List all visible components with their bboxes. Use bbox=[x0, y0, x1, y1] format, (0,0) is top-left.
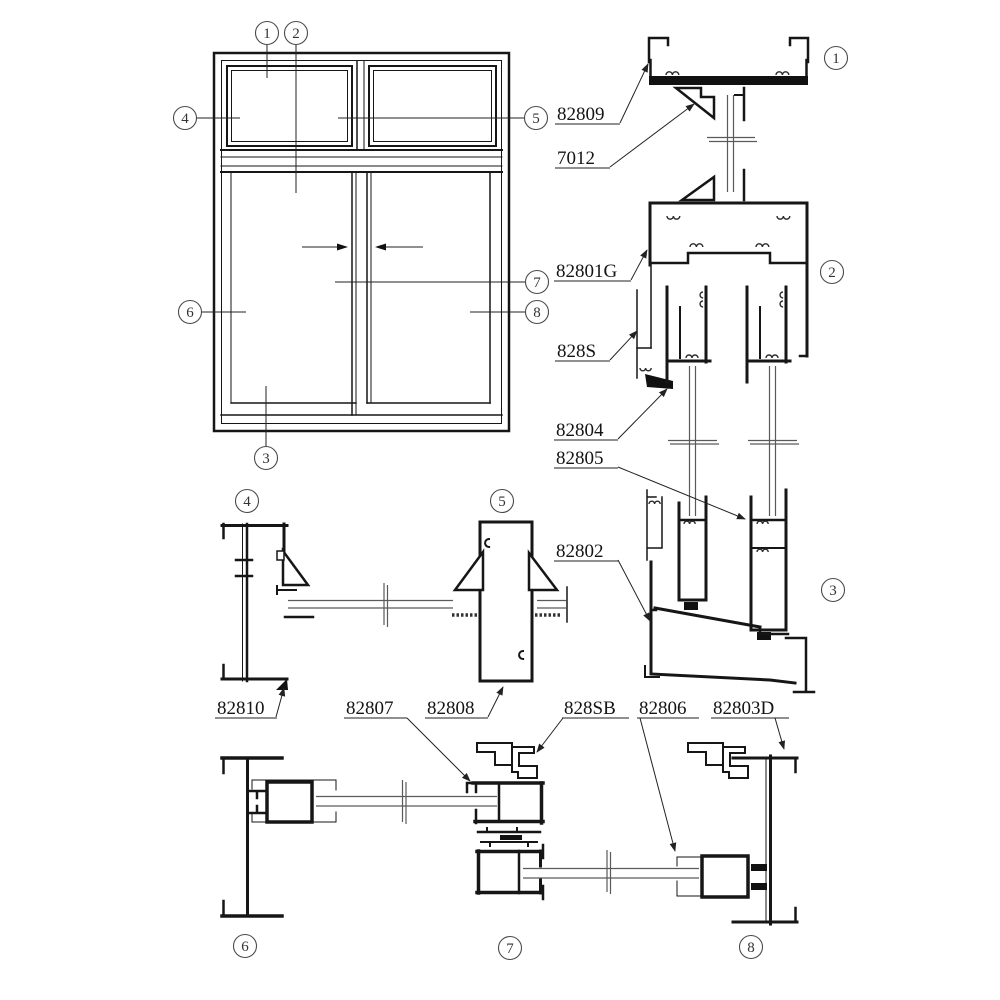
detail-8-lower-right-jamb-section bbox=[676, 742, 799, 926]
svg-text:7: 7 bbox=[533, 275, 541, 291]
svg-text:6: 6 bbox=[186, 305, 194, 321]
svg-text:2: 2 bbox=[292, 26, 300, 42]
slide-direction-arrows bbox=[302, 243, 423, 251]
glass-pane-right-sash bbox=[748, 366, 799, 516]
sash-bottom-right bbox=[749, 488, 788, 640]
sash-box-82806 bbox=[700, 854, 750, 899]
svg-text:3: 3 bbox=[829, 583, 837, 599]
section-marker-2-detail: 2 bbox=[819, 259, 845, 285]
svg-text:6: 6 bbox=[241, 939, 249, 955]
svg-text:3: 3 bbox=[262, 451, 270, 467]
svg-text:7012: 7012 bbox=[557, 148, 595, 169]
section-marker-5-detail: 5 bbox=[489, 488, 515, 514]
part-label-828S: 828S bbox=[555, 330, 638, 362]
glass-pane-left-sash bbox=[668, 366, 719, 516]
glass-run-6-7 bbox=[316, 780, 497, 824]
clip-828SB bbox=[476, 742, 513, 766]
section-marker-3-elevation: 3 bbox=[253, 445, 279, 471]
svg-text:4: 4 bbox=[243, 494, 251, 510]
part-labels: 82809 7012 82801G 828S 82804 82805 bbox=[215, 63, 789, 852]
part-label-82810: 82810 bbox=[215, 687, 286, 719]
section-markers: 1 2 4 5 6 7 8 3 1 2 3 4 bbox=[172, 20, 849, 961]
svg-text:828S: 828S bbox=[557, 341, 596, 362]
svg-text:82801G: 82801G bbox=[556, 261, 618, 282]
part-label-82809: 82809 bbox=[555, 63, 649, 125]
svg-text:82807: 82807 bbox=[346, 698, 394, 719]
svg-text:82809: 82809 bbox=[557, 104, 605, 125]
sash-head-left bbox=[665, 285, 712, 384]
part-label-7012: 7012 bbox=[555, 103, 695, 169]
part-label-82804: 82804 bbox=[554, 388, 668, 441]
svg-text:82808: 82808 bbox=[427, 698, 475, 719]
glass-run-4-5 bbox=[288, 583, 568, 627]
glazing-wedge bbox=[281, 547, 311, 587]
section-marker-8-detail: 8 bbox=[738, 934, 764, 960]
section-marker-2-elevation: 2 bbox=[283, 20, 309, 46]
svg-text:1: 1 bbox=[832, 51, 840, 67]
elevation-view bbox=[196, 44, 526, 447]
glazing-wedge-right bbox=[527, 549, 560, 592]
part-label-82801G: 82801G bbox=[554, 249, 648, 282]
svg-text:1: 1 bbox=[263, 26, 271, 42]
section-marker-4-elevation: 4 bbox=[172, 105, 198, 131]
svg-text:82806: 82806 bbox=[639, 698, 687, 719]
sash-head-right bbox=[745, 285, 792, 384]
svg-text:8: 8 bbox=[533, 305, 541, 321]
detail-1-head-section bbox=[647, 36, 810, 202]
svg-text:82805: 82805 bbox=[556, 448, 604, 469]
svg-text:5: 5 bbox=[498, 494, 506, 510]
section-marker-5-elevation: 5 bbox=[523, 105, 549, 131]
clip-828SB-right bbox=[687, 742, 724, 766]
part-label-82806: 82806 bbox=[637, 698, 699, 852]
svg-text:82810: 82810 bbox=[217, 698, 265, 719]
elevation-callout-leaders bbox=[196, 44, 526, 447]
detail-3-sill-section bbox=[644, 488, 816, 694]
glazing-wedge-upper bbox=[672, 86, 716, 121]
part-label-82807: 82807 bbox=[344, 698, 471, 782]
track-foot-82804 bbox=[645, 374, 673, 389]
section-marker-8-elevation: 8 bbox=[524, 299, 550, 325]
section-marker-4-detail: 4 bbox=[234, 488, 260, 514]
detail-6-lower-jamb-section bbox=[220, 756, 337, 918]
section-marker-7-detail: 7 bbox=[497, 935, 523, 961]
svg-text:8: 8 bbox=[747, 940, 755, 956]
section-marker-1-elevation: 1 bbox=[254, 20, 280, 46]
glass-pane-head bbox=[707, 95, 757, 192]
sill-profile-82802 bbox=[644, 560, 816, 694]
svg-text:828SB: 828SB bbox=[564, 698, 616, 719]
sash-bottom-left bbox=[677, 495, 708, 610]
svg-text:82802: 82802 bbox=[556, 541, 604, 562]
section-marker-6-detail: 6 bbox=[232, 933, 258, 959]
part-label-828SB: 828SB bbox=[536, 698, 629, 753]
svg-text:82804: 82804 bbox=[556, 420, 604, 441]
section-marker-3-detail: 3 bbox=[820, 577, 846, 603]
detail-4-jamb-section bbox=[220, 522, 315, 690]
svg-text:7: 7 bbox=[506, 941, 514, 957]
part-label-82808: 82808 bbox=[425, 686, 504, 719]
fixed-pane-right bbox=[368, 65, 497, 147]
detail-5-mullion-section bbox=[452, 520, 560, 683]
svg-text:5: 5 bbox=[532, 111, 540, 127]
section-marker-6-elevation: 6 bbox=[177, 299, 203, 325]
svg-text:82803D: 82803D bbox=[713, 698, 774, 719]
detail-7-meeting-stile-section bbox=[465, 742, 545, 901]
svg-text:4: 4 bbox=[181, 111, 189, 127]
fixed-pane-left bbox=[226, 65, 353, 147]
part-label-82803D: 82803D bbox=[711, 698, 789, 750]
section-marker-1-detail: 1 bbox=[823, 45, 849, 71]
section-marker-7-elevation: 7 bbox=[524, 269, 550, 295]
glazing-wedge-left bbox=[452, 548, 485, 592]
detail-2-transom-section bbox=[636, 201, 809, 516]
glass-run-7-8 bbox=[523, 850, 699, 894]
glazing-wedge-lower bbox=[678, 174, 716, 202]
jamb-foot bbox=[276, 679, 288, 690]
part-label-82805: 82805 bbox=[554, 448, 746, 520]
svg-text:2: 2 bbox=[828, 265, 836, 281]
part-label-82802: 82802 bbox=[554, 541, 651, 622]
